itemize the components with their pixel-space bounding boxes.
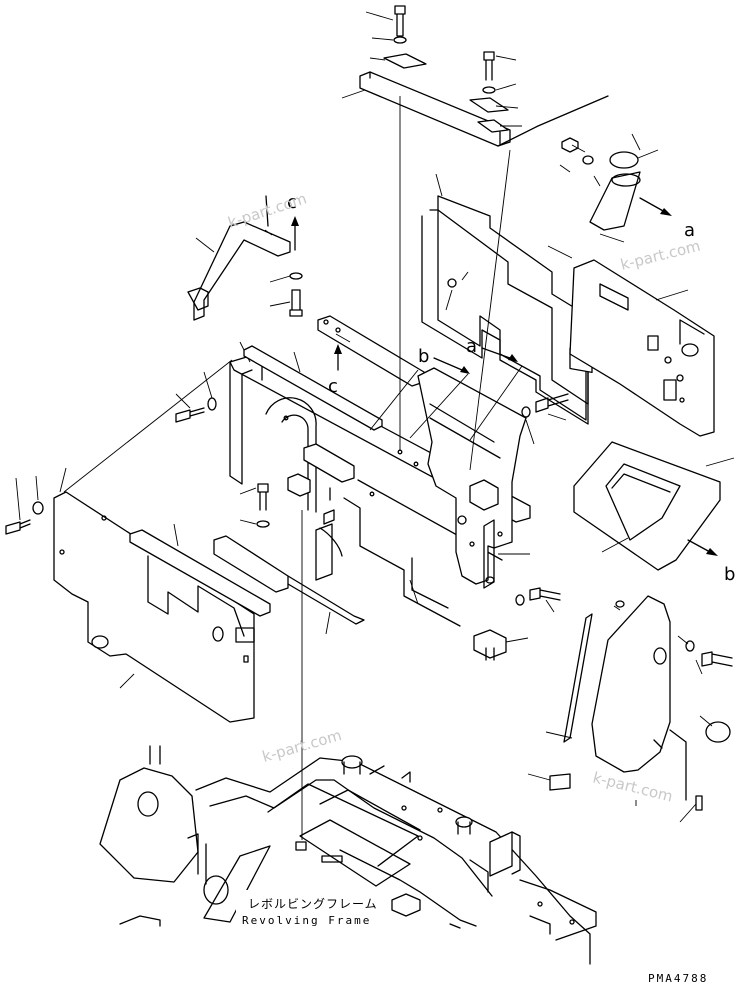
callout-b-right: b — [724, 564, 735, 585]
drawing-code: PMA4788 — [648, 972, 708, 985]
watermark-4: k-part.com — [591, 768, 675, 805]
channel-bar — [213, 535, 365, 635]
frame-label-en: Revolving Frame — [242, 914, 371, 927]
callout-b-mid: b — [418, 346, 429, 367]
callout-c-mid: c — [328, 376, 338, 397]
filler-cap-group — [559, 133, 659, 243]
mid-small-bracket — [287, 473, 311, 497]
left-bolt-pair — [175, 371, 217, 423]
arrow-a-top: a — [639, 197, 695, 241]
right-cover-plate — [569, 259, 715, 437]
callout-b-arrow: b a — [369, 336, 523, 441]
right-sloped-cover: b — [573, 441, 735, 585]
side-bolt-right — [515, 587, 561, 613]
top-bracket — [369, 53, 427, 69]
right-lower-cover — [527, 595, 671, 791]
c-bracket — [187, 195, 291, 321]
right-top-bolt — [469, 51, 522, 133]
left-rail-bar — [129, 523, 271, 617]
right-lower-bolts — [635, 635, 733, 823]
far-left-bolt — [5, 475, 44, 535]
watermark-2: k-part.com — [619, 237, 703, 274]
callout-c-top: c — [287, 192, 297, 213]
arrow-c-top: c — [287, 192, 299, 251]
frame-label-jp: レボルビングフレーム — [248, 897, 378, 911]
top-bolt-group — [365, 5, 407, 44]
c-rail: c — [317, 315, 425, 397]
right-upright-bracket — [417, 367, 530, 661]
callout-a-top: a — [684, 220, 695, 241]
side-bolt-upper-right — [521, 393, 569, 445]
callout-a-mid: a — [466, 336, 477, 357]
revolving-frame — [99, 745, 597, 965]
c-bolt — [269, 272, 303, 317]
assembly-center-line — [301, 96, 511, 840]
mid-bolt — [239, 483, 270, 528]
top-plate — [341, 71, 609, 147]
frame-label-box: レボルビングフレーム Revolving Frame — [236, 890, 378, 934]
main-long-bar — [243, 345, 383, 431]
vertical-bracket — [315, 509, 343, 581]
